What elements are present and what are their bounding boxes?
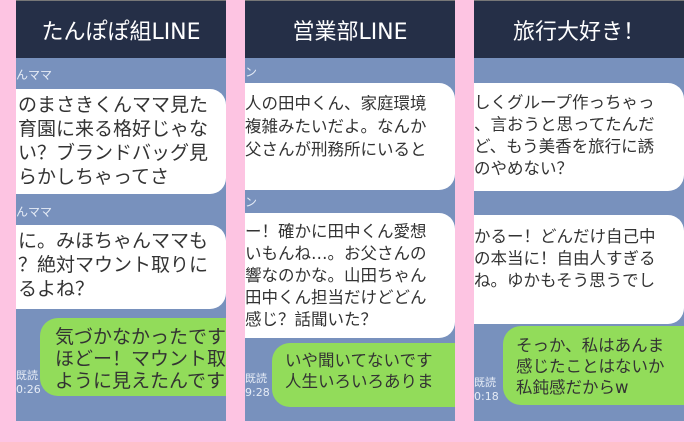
message-line: い？ブランドバッグ見 [18, 142, 209, 164]
message-line: ほどー！マウント取 [55, 348, 226, 370]
message-bubble: のまさきくんママ見た 育園に来る格好じゃな い？ブランドバッグ見 らかしちゃって… [16, 89, 226, 194]
message-line: 響なのかな。山田ちゃん [245, 266, 427, 285]
chat-title: 旅行大好き！ [474, 0, 684, 58]
read-label: 既読 [245, 372, 267, 385]
message-line: に。みほちゃんママも [18, 230, 209, 252]
message-line: そっか、私はあんま [516, 336, 665, 355]
message-line: しくグループ作っちゃっ [474, 93, 655, 112]
message-line: ように見えたんです [55, 370, 226, 392]
message-line: るよね？ [18, 278, 95, 300]
sender-name: ン [245, 195, 258, 209]
message-line: いや聞いてないです [285, 351, 433, 370]
message-line: の本当に！自由人すぎる [474, 249, 656, 268]
message-line: 複雑みたいだよ。なんか [245, 117, 427, 136]
chat-title: たんぽぽ組LINE [16, 0, 226, 58]
chat-panel-travel: 旅行大好き！ しくグループ作っちゃっ 、言おうと思ってたんだ ど、もう美香を旅行… [474, 0, 684, 421]
message-line: ど、もう美香を旅行に誘 [474, 137, 655, 156]
message-bubble: ー！確かに田中くん愛想 いもんね…。お父さんの 響なのかな。山田ちゃん 田中くん… [245, 213, 455, 338]
message-line: いもんね…。お父さんの [245, 244, 427, 263]
message-line: ？絶対マウント取りに [18, 254, 209, 276]
read-label: 既読 [16, 369, 38, 382]
message-line: 感じたことはないか [516, 357, 665, 376]
message-line: かるー！どんだけ自己中 [474, 227, 656, 246]
timestamp: 0:26 [16, 383, 41, 396]
message-line: 気づかなかったです [55, 326, 226, 348]
message-bubble: に。みほちゃんママも ？絶対マウント取りに るよね？ [16, 225, 226, 309]
chat-panel-tanpopo: たんぽぽ組LINE んママ のまさきくんママ見た 育園に来る格好じゃな い？ブラ… [16, 0, 226, 421]
message-line: 私鈍感だからw [516, 378, 629, 397]
message-line: 人の田中くん、家庭環境 [245, 94, 427, 113]
chat-title: 営業部LINE [245, 0, 455, 58]
message-line: のまさきくんママ見た [18, 94, 209, 116]
read-label: 既読 [474, 376, 496, 389]
message-bubble: しくグループ作っちゃっ 、言おうと思ってたんだ ど、もう美香を旅行に誘 のやめな… [474, 83, 684, 191]
message-line: ー！確かに田中くん愛想 [245, 222, 427, 241]
sender-name: んママ [16, 205, 53, 219]
message-line: 田中くん担当だけどどん [245, 288, 427, 307]
message-line: 人生いろいろありま [285, 372, 434, 391]
message-line: 育園に来る格好じゃな [18, 118, 209, 140]
message-line: 父さんが刑務所にいると [245, 140, 427, 159]
message-bubble: かるー！どんだけ自己中 の本当に！自由人すぎる ね。ゆかもそう思うでし [474, 215, 684, 324]
reply-bubble: そっか、私はあんま 感じたことはないか 私鈍感だからw [503, 326, 684, 405]
message-line: らかしちゃってさ [18, 166, 170, 188]
timestamp: 0:18 [474, 390, 499, 403]
message-bubble: 人の田中くん、家庭環境 複雑みたいだよ。なんか 父さんが刑務所にいると [245, 83, 455, 190]
reply-bubble: 気づかなかったです ほどー！マウント取 ように見えたんです [40, 318, 226, 396]
chat-panel-sales: 営業部LINE ン 人の田中くん、家庭環境 複雑みたいだよ。なんか 父さんが刑務… [245, 0, 455, 421]
reply-bubble: いや聞いてないです 人生いろいろありま [272, 343, 455, 407]
message-line: 感じ？話聞いた？ [245, 310, 377, 329]
message-line: 、言おうと思ってたんだ [474, 115, 655, 134]
timestamp: 9:28 [245, 386, 270, 399]
message-line: ね。ゆかもそう思うでし [474, 271, 656, 290]
message-line: のやめない？ [474, 159, 573, 178]
sender-name: ン [245, 65, 258, 79]
sender-name: んママ [16, 68, 53, 82]
